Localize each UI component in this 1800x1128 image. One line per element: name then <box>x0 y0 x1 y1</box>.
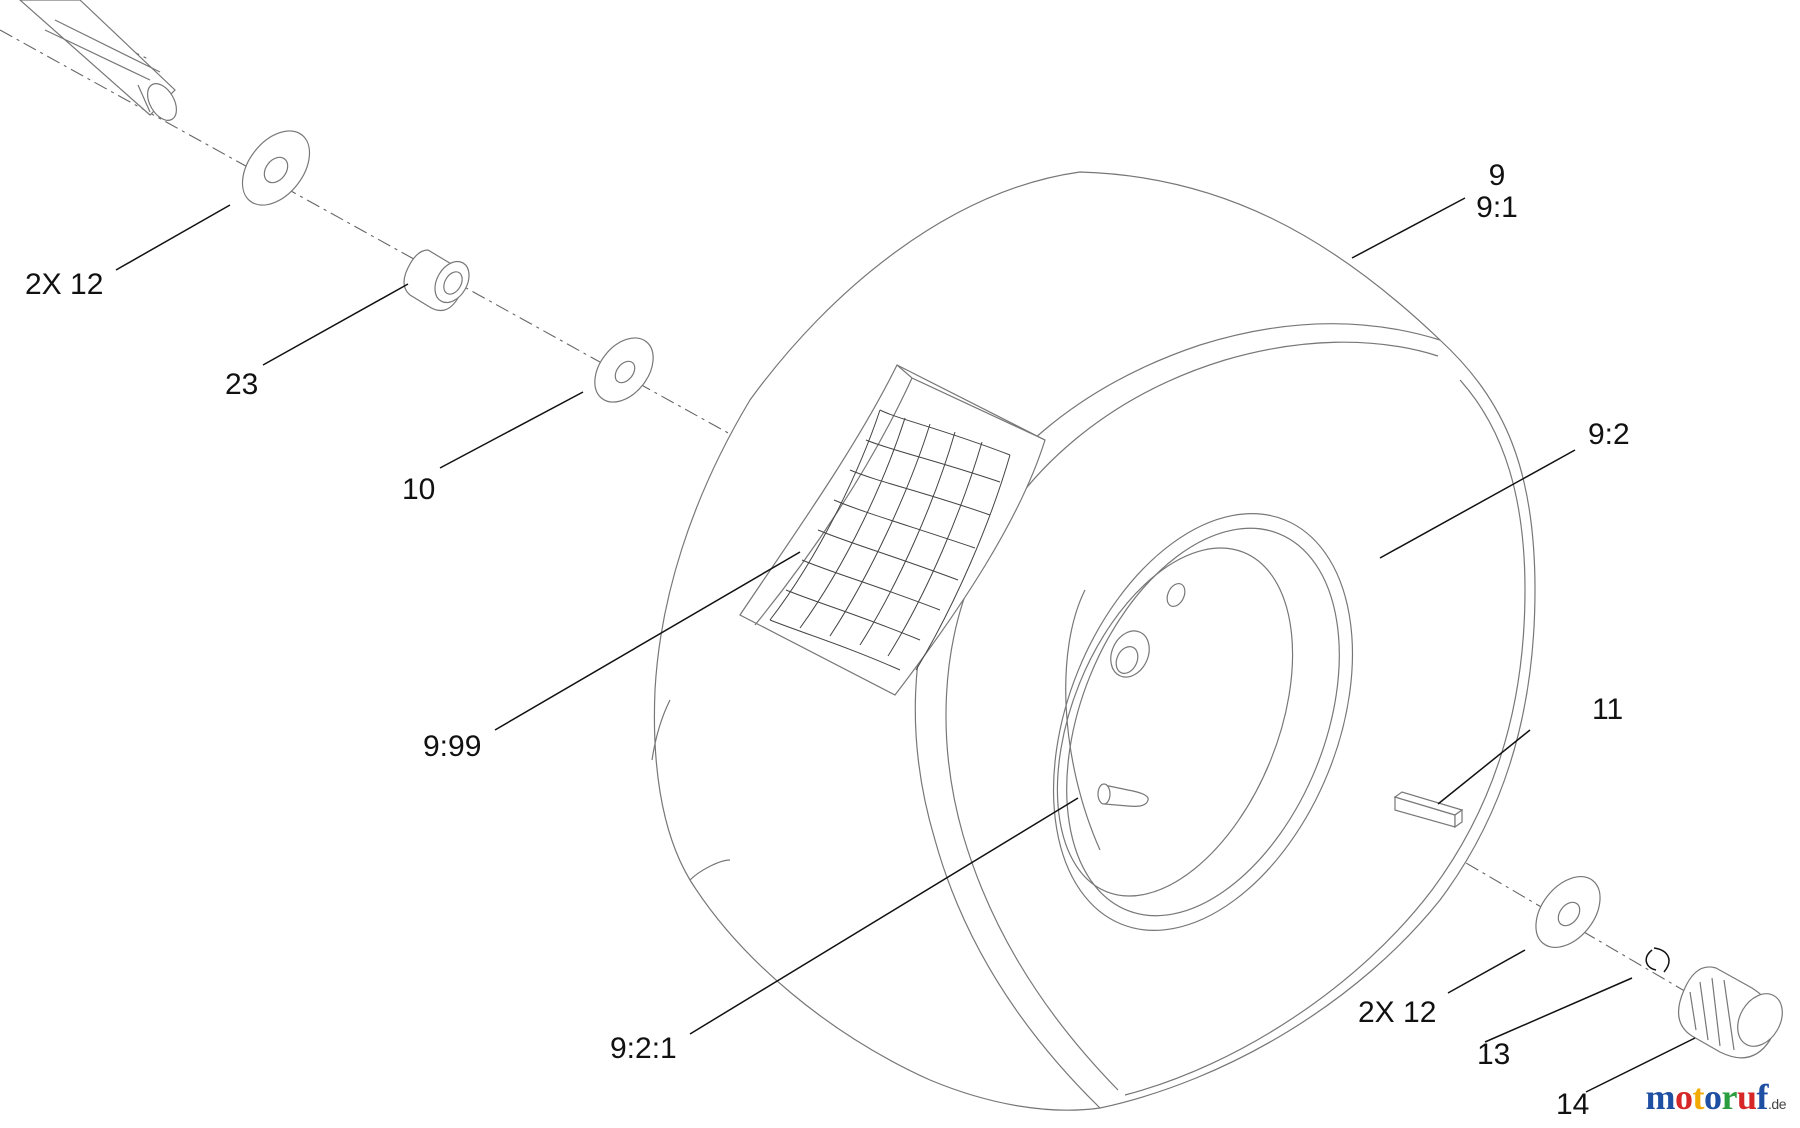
leader-valve <box>689 797 1079 1035</box>
tread-label <box>739 364 1046 696</box>
leader-tire <box>1351 197 1466 259</box>
callout-valve: 9:2:1 <box>610 1032 677 1065</box>
callout-label: 9:99 <box>423 730 482 763</box>
watermark-text: motoruf <box>1646 1077 1769 1117</box>
wheel-rim <box>1052 513 1354 931</box>
leader-washer-10 <box>439 391 584 469</box>
tread-grid <box>769 409 1011 671</box>
watermark-letter: o <box>1704 1077 1722 1117</box>
watermark-letter: u <box>1737 1077 1757 1117</box>
watermark-letter: m <box>1645 1077 1676 1117</box>
leader-washer-top <box>115 204 231 271</box>
leader-lines <box>115 197 1696 1093</box>
callout-tire-9: 9 <box>1488 159 1506 192</box>
leader-spacer <box>262 283 409 366</box>
leader-label <box>494 551 801 731</box>
leader-washer-bottom <box>1447 949 1526 994</box>
valve-stem <box>1097 783 1149 807</box>
leader-cap <box>1585 1037 1696 1093</box>
callout-washer-10: 10 <box>402 473 436 506</box>
watermark-letter: o <box>1675 1077 1693 1117</box>
washer-top <box>241 130 311 206</box>
watermark-letter: f <box>1756 1077 1769 1117</box>
key <box>1393 791 1464 829</box>
spacer <box>403 249 470 312</box>
hub-cap <box>1677 966 1783 1059</box>
callout-tire-9-1: 9:1 <box>1476 190 1518 224</box>
retaining-clip <box>1645 947 1670 973</box>
callout-washer-top: 2X 12 <box>25 268 104 301</box>
callout-clip: 13 <box>1477 1038 1511 1071</box>
leader-key <box>1437 729 1531 805</box>
watermark-logo: motoruf.de <box>1646 1076 1787 1118</box>
watermark-suffix: .de <box>1768 1096 1786 1112</box>
washer-bottom <box>1535 876 1601 948</box>
callout-tire: 9 9:1 <box>1468 160 1526 223</box>
leader-wheel <box>1379 449 1576 559</box>
leader-clip <box>1484 977 1633 1043</box>
washer-10 <box>594 337 654 403</box>
axle-shaft <box>19 0 178 121</box>
callout-cap: 14 <box>1556 1088 1590 1121</box>
callout-wheel: 9:2 <box>1588 418 1630 451</box>
callout-spacer: 23 <box>225 368 259 401</box>
callout-key: 11 <box>1592 693 1624 726</box>
watermark-letter: t <box>1692 1077 1705 1117</box>
callout-washer-bottom: 2X 12 <box>1358 996 1437 1029</box>
watermark-letter: r <box>1721 1077 1738 1117</box>
